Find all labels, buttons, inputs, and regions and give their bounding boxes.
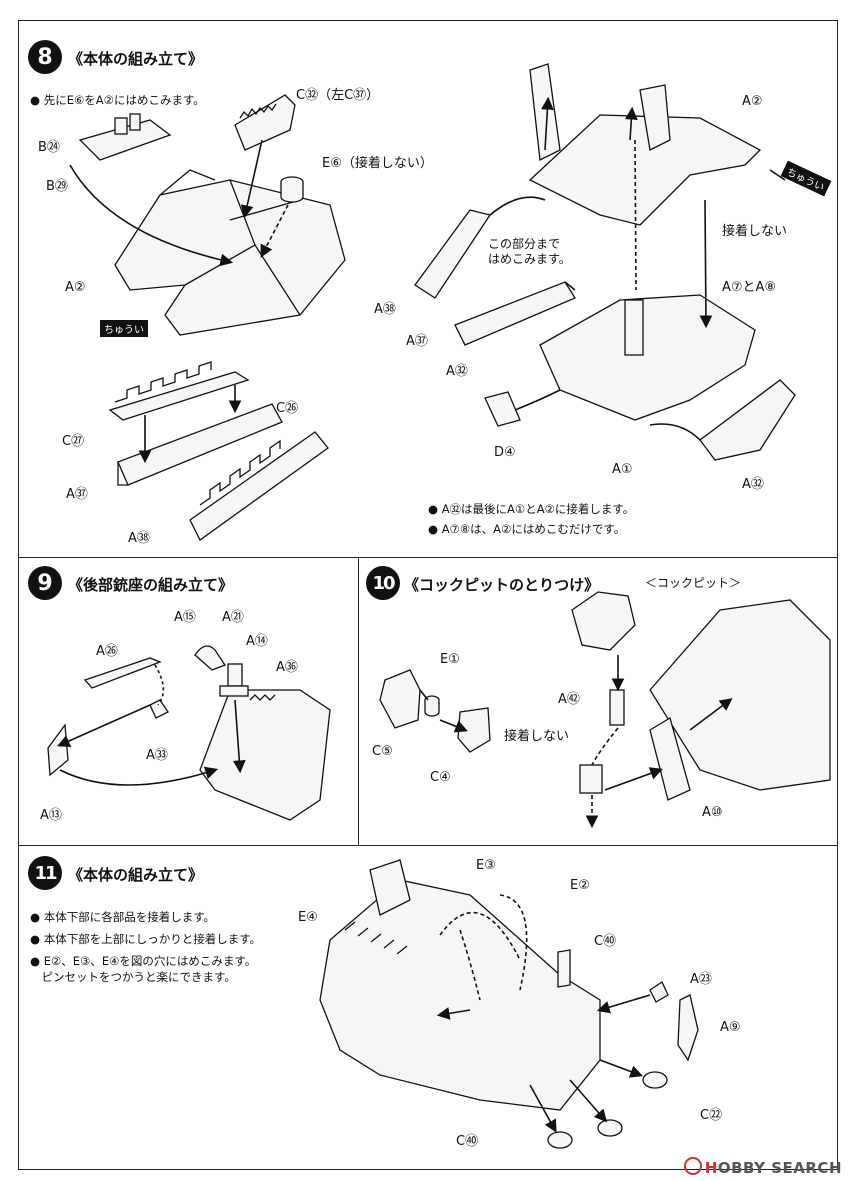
label-e6: E⑥（接着しない） xyxy=(322,156,433,171)
label-a23: A㉓ xyxy=(690,972,712,987)
label-a32-mid: A㉜ xyxy=(446,364,468,379)
step-11-note-4: ピンセットをつかうと楽にできます。 xyxy=(30,970,236,984)
label-a2-left: A② xyxy=(65,280,86,295)
watermark-brand-h: H xyxy=(704,1159,718,1177)
part-a9 xyxy=(677,994,699,1062)
part-a38-rail xyxy=(189,431,329,541)
label-e1: E① xyxy=(440,652,460,667)
step-8-title: 《本体の組み立て》 xyxy=(68,50,204,68)
label-a7-a8: A⑦とA⑧ xyxy=(722,280,777,295)
label-cockpit: ＜コックピット＞ xyxy=(645,576,742,590)
label-c5: C⑤ xyxy=(372,744,393,759)
label-c4: C④ xyxy=(430,770,451,785)
label-a10: A⑩ xyxy=(702,805,723,820)
hull-a2-left xyxy=(114,179,346,336)
label-e2: E② xyxy=(570,878,590,893)
part-a23 xyxy=(649,981,669,1003)
label-a37-right: A㊲ xyxy=(406,334,428,349)
step-11-badge: 11 xyxy=(28,856,62,890)
label-a1: A① xyxy=(612,462,633,477)
hull-a1 xyxy=(539,294,756,421)
part-c5 xyxy=(379,669,421,729)
step-11-note-3: ● E②、E③、E④を図の穴にはめこみます。 xyxy=(30,954,257,968)
label-a14: A⑭ xyxy=(246,634,268,649)
label-c27: C㉗ xyxy=(62,434,85,449)
step-10-badge: 10 xyxy=(366,566,400,600)
part-c32 xyxy=(234,94,296,151)
part-a32-right xyxy=(699,379,796,461)
label-a9: A⑨ xyxy=(720,1020,741,1035)
figure-a15 xyxy=(194,645,226,671)
label-a15: A⑮ xyxy=(174,610,196,625)
ship-side xyxy=(649,599,831,791)
label-a42: A㊷ xyxy=(558,692,580,707)
label-a36: A㊱ xyxy=(276,660,298,675)
hobbysearch-logo-icon xyxy=(683,1157,702,1175)
part-a26-gun xyxy=(83,657,162,689)
step-10-title: 《コックピットのとりつけ》 xyxy=(404,576,600,594)
part-c4 xyxy=(457,707,491,753)
step-8-bottom-note-1: ● A㉜は最後にA①とA②に接着します。 xyxy=(428,502,635,516)
watermark-brand-rest: OBBY SEARCH xyxy=(717,1159,842,1177)
label-a21: A㉑ xyxy=(222,610,244,625)
part-c27 xyxy=(108,371,250,421)
step-11-title: 《本体の組み立て》 xyxy=(68,866,204,884)
label-kono-bubun: この部分まで はめこみます。 xyxy=(488,237,571,266)
label-a38-right: A㊳ xyxy=(374,302,396,317)
main-body-assembly xyxy=(319,879,601,1111)
label-no-glue-8: 接着しない xyxy=(722,224,788,239)
part-d4 xyxy=(484,391,521,427)
label-c40-bottom: C㊵ xyxy=(456,1134,479,1149)
label-c40-top: C㊵ xyxy=(594,934,617,949)
step11-panel xyxy=(18,845,838,1170)
hobbysearch-watermark: HOBBY SEARCH xyxy=(683,1157,842,1177)
step-11-note-2: ● 本体下部を上部にしっかりと接着します。 xyxy=(30,932,262,946)
label-a37-left: A㊲ xyxy=(66,487,88,502)
label-a33: A㉝ xyxy=(146,748,168,763)
step-9-badge: 9 xyxy=(28,566,62,600)
step-8-note: ● 先にE⑥をA②にはめこみます。 xyxy=(30,93,205,107)
part-a37-rail xyxy=(117,403,283,486)
step-9-title: 《後部銃座の組み立て》 xyxy=(68,576,234,594)
step-8-badge: 8 xyxy=(28,40,62,74)
gun-turret-base xyxy=(199,689,331,821)
hull-a2-right xyxy=(528,114,762,226)
label-c22: C㉒ xyxy=(700,1108,723,1123)
label-c32: C㉜（左C㊲） xyxy=(296,88,380,103)
part-a13 xyxy=(47,723,69,777)
label-c26: C㉖ xyxy=(276,401,299,416)
label-e3: E③ xyxy=(476,858,496,873)
cockpit-part xyxy=(571,591,636,651)
label-chuui-left: ちゅうい xyxy=(100,320,148,337)
label-a38-left: A㊳ xyxy=(128,531,150,546)
part-a37-right xyxy=(454,281,576,346)
label-b29: B㉙ xyxy=(46,179,68,194)
part-a38-right xyxy=(414,209,492,299)
label-d4: D④ xyxy=(494,445,516,460)
label-no-glue-10: 接着しない xyxy=(504,729,570,744)
label-a32-right: A㉜ xyxy=(742,477,764,492)
label-a26: A㉖ xyxy=(96,644,118,659)
label-a13: A⑬ xyxy=(40,808,62,823)
step-11-note-1: ● 本体下部に各部品を接着します。 xyxy=(30,910,216,924)
step-8-bottom-note-2: ● A⑦⑧は、A②にはめこむだけです。 xyxy=(428,522,626,536)
label-b24: B㉔ xyxy=(38,140,60,155)
label-e4: E④ xyxy=(298,910,318,925)
label-a2-right: A② xyxy=(742,94,763,109)
